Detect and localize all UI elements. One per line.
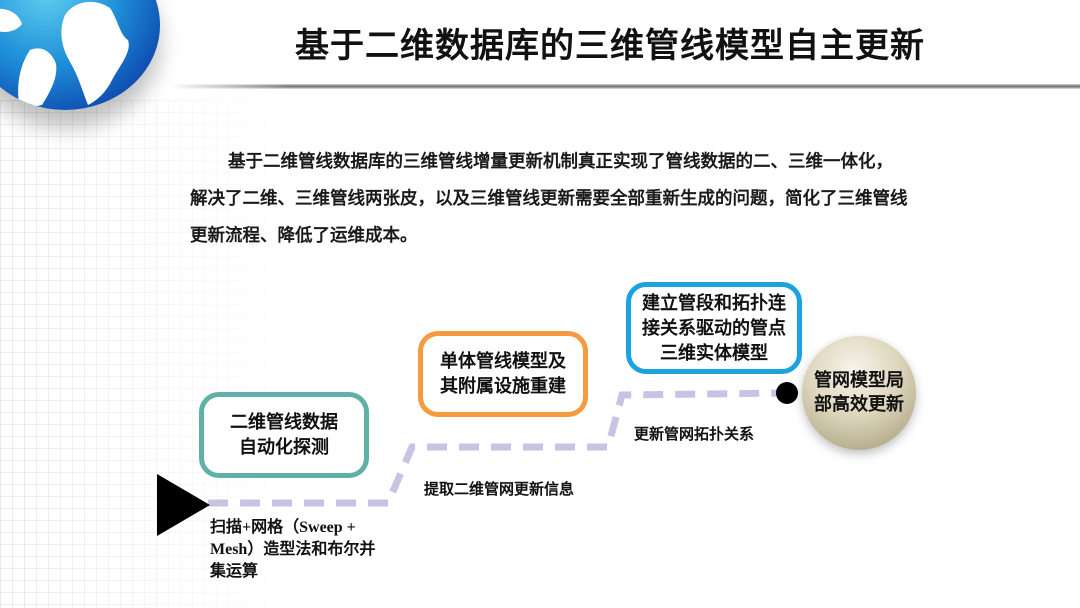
step-label: 其附属设施重建 <box>440 376 566 397</box>
step-node-topology-model: 建立管段和拓扑连 接关系驱动的管点 三维实体模型 <box>626 282 802 374</box>
step-label: 接关系驱动的管点 <box>642 317 786 339</box>
connector-label-extract: 提取二维管网更新信息 <box>424 480 575 498</box>
connector-label-topology: 更新管网拓扑关系 <box>634 425 755 443</box>
step-label: 三维实体模型 <box>660 342 768 364</box>
step-node-model-rebuild: 单体管线模型及 其附属设施重建 <box>418 331 588 417</box>
goal-label: 管网模型局 <box>814 370 904 391</box>
step-node-2d-detection: 二维管线数据 自动化探测 <box>199 392 369 478</box>
start-triangle-icon <box>157 474 210 536</box>
globe-icon <box>0 0 160 110</box>
step-label: 单体管线模型及 <box>440 351 566 372</box>
intro-paragraph: 基于二维管线数据库的三维管线增量更新机制真正实现了管线数据的二、三维一体化，解决… <box>190 152 908 246</box>
end-dot-icon <box>776 382 798 404</box>
page-title: 基于二维数据库的三维管线模型自主更新 <box>295 26 925 66</box>
method-note: 扫描+网格（Sweep + Mesh）造型法和布尔并集运算 <box>210 519 376 580</box>
title-divider <box>170 84 1080 89</box>
goal-circle: 管网模型局 部高效更新 <box>802 336 916 450</box>
background-grid-texture <box>0 100 300 608</box>
step-label: 自动化探测 <box>239 437 329 458</box>
step-label: 建立管段和拓扑连 <box>642 292 786 314</box>
goal-label: 部高效更新 <box>814 394 904 415</box>
step-label: 二维管线数据 <box>230 412 338 433</box>
